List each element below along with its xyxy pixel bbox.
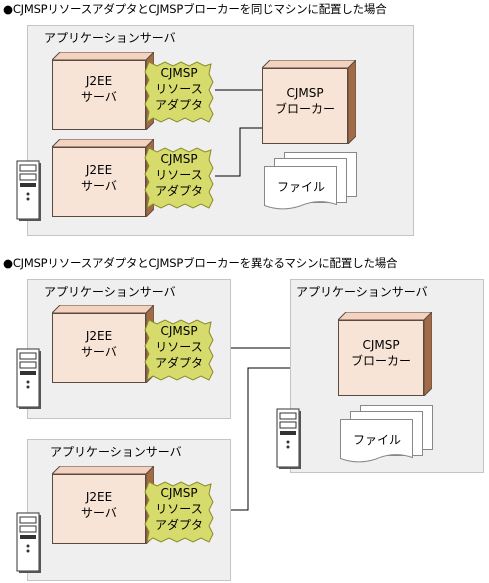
caption-different-machines: ●CJMSPリソースアダプタとCJMSPブローカーを異なるマシンに配置した場合: [3, 256, 398, 270]
box-3d-icon: [52, 466, 154, 544]
resource-adapter: CJMSP リソース アダプタ: [143, 60, 215, 124]
broker-line1: CJMSP: [286, 86, 324, 100]
adapter-line3: アダプタ: [154, 356, 203, 370]
j2ee-line1: J2EE: [85, 163, 113, 177]
server-machine-icon: [16, 160, 41, 221]
box-3d-icon: [52, 139, 154, 217]
j2ee-line2: サーバ: [81, 90, 117, 104]
caption-same-machine: ●CJMSPリソースアダプタとCJMSPブローカーを同じマシンに配置した場合: [3, 2, 387, 16]
j2ee-server-box: J2EE サーバ: [52, 305, 154, 383]
adapter-line3: アダプタ: [154, 518, 203, 532]
adapter-line2: リソース: [155, 168, 203, 182]
broker-line2: ブローカー: [350, 354, 411, 368]
adapter-badge-icon: [144, 481, 214, 544]
resource-adapter: CJMSP リソース アダプタ: [143, 318, 215, 382]
adapter-badge-icon: [144, 319, 214, 382]
cjmsp-broker-box: CJMSP ブローカー: [262, 60, 356, 144]
adapter-line3: アダプタ: [154, 184, 203, 198]
j2ee-server-box: J2EE サーバ: [52, 139, 154, 217]
application-server-label: アプリケーションサーバ: [296, 285, 428, 299]
server-machine-icon: [16, 512, 41, 573]
adapter-badge-icon: [144, 61, 214, 124]
file-stack: ファイル: [262, 152, 362, 212]
adapter-line3: アダプタ: [154, 98, 203, 112]
file-label: ファイル: [276, 180, 325, 194]
box-3d-icon: [338, 312, 432, 396]
application-server-label: アプリケーションサーバ: [44, 31, 176, 45]
resource-adapter: CJMSP リソース アダプタ: [143, 480, 215, 544]
broker-line1: CJMSP: [362, 338, 400, 352]
j2ee-line2: サーバ: [81, 179, 117, 193]
server-machine-icon: [276, 408, 301, 469]
file-stack-icon: [340, 405, 433, 463]
box-3d-icon: [262, 60, 356, 144]
file-stack-icon: [264, 152, 357, 210]
j2ee-line1: J2EE: [85, 74, 113, 88]
application-server-label: アプリケーションサーバ: [44, 285, 176, 299]
j2ee-line1: J2EE: [85, 490, 113, 504]
j2ee-line2: サーバ: [81, 506, 117, 520]
adapter-line2: リソース: [155, 502, 203, 516]
j2ee-server-box: J2EE サーバ: [52, 466, 154, 544]
adapter-line1: CJMSP: [160, 486, 198, 500]
adapter-line2: リソース: [155, 340, 203, 354]
broker-line2: ブローカー: [274, 102, 335, 116]
adapter-badge-icon: [144, 147, 214, 210]
file-stack: ファイル: [338, 405, 438, 465]
resource-adapter: CJMSP リソース アダプタ: [143, 146, 215, 210]
adapter-line1: CJMSP: [160, 66, 198, 80]
server-machine-icon: [16, 348, 41, 409]
cjmsp-broker-box: CJMSP ブローカー: [338, 312, 432, 396]
file-label: ファイル: [352, 433, 401, 447]
application-server-label: アプリケーションサーバ: [50, 445, 182, 459]
adapter-line1: CJMSP: [160, 152, 198, 166]
adapter-line2: リソース: [155, 82, 203, 96]
j2ee-line1: J2EE: [85, 329, 113, 343]
adapter-line1: CJMSP: [160, 324, 198, 338]
j2ee-line2: サーバ: [81, 345, 117, 359]
box-3d-icon: [52, 305, 154, 383]
